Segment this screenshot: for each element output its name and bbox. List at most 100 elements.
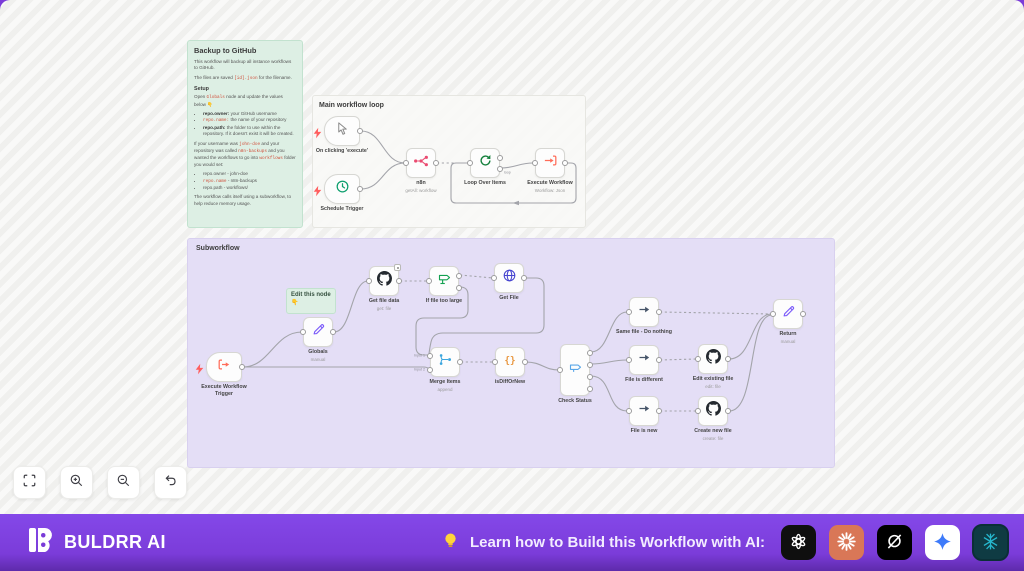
zoom-out-button[interactable] — [107, 466, 140, 499]
input-port-2[interactable] — [427, 367, 433, 373]
node-same-file-do-nothing[interactable]: Same file - Do nothing — [616, 297, 672, 335]
input-port[interactable] — [695, 356, 701, 362]
node-execute-workflow-trigger[interactable]: Execute Workflow Trigger — [195, 352, 247, 397]
setup-heading: Setup — [194, 85, 209, 92]
list-item: repo.owner: your GitHub username — [203, 111, 296, 118]
input-port[interactable] — [557, 367, 563, 373]
merge-icon — [438, 352, 453, 372]
zoom-in-button[interactable] — [60, 466, 93, 499]
output-port[interactable] — [656, 357, 662, 363]
node-label: Merge Items — [429, 379, 461, 385]
node-loop-over-items[interactable]: Loop Over Items — [464, 148, 506, 186]
node-if-file-too-large[interactable]: If file too large — [426, 266, 462, 304]
output-port[interactable] — [800, 311, 806, 317]
output-port[interactable] — [357, 186, 363, 192]
fit-view-button[interactable] — [13, 466, 46, 499]
trigger-bolt-icon — [195, 362, 204, 375]
pencil-icon — [781, 304, 796, 324]
output-port[interactable] — [357, 128, 363, 134]
output-port[interactable] — [433, 160, 439, 166]
pencil-icon — [311, 322, 326, 342]
node-isdifFornew[interactable]: {} isDiffOrNew — [492, 347, 528, 385]
gemini-button[interactable] — [925, 525, 960, 560]
node-label: Get file data — [368, 298, 400, 304]
output-port-true[interactable] — [456, 273, 462, 279]
output-port[interactable] — [562, 160, 568, 166]
output-port[interactable] — [396, 278, 402, 284]
input-port[interactable] — [626, 408, 632, 414]
node-manual-trigger[interactable]: On clicking 'execute' — [313, 116, 368, 154]
input-port[interactable] — [770, 311, 776, 317]
input-port[interactable] — [467, 160, 473, 166]
undo-button[interactable] — [154, 466, 187, 499]
node-create-new-file[interactable]: Create new file create: file — [694, 396, 732, 441]
claude-button[interactable] — [829, 525, 864, 560]
node-label: Get File — [499, 295, 519, 301]
node-label: Same file - Do nothing — [616, 329, 672, 335]
input-port[interactable] — [300, 329, 306, 335]
node-return[interactable]: Return manual — [770, 299, 806, 344]
output-port-false[interactable] — [456, 285, 462, 291]
input-port[interactable] — [366, 278, 372, 284]
input-port[interactable] — [492, 359, 498, 365]
sticky-title: Subworkflow — [196, 245, 240, 252]
bracket-arrow-icon — [217, 357, 232, 377]
node-schedule-trigger[interactable]: Schedule Trigger — [313, 174, 363, 212]
output-port-done[interactable] — [497, 155, 503, 161]
input-port[interactable] — [532, 160, 538, 166]
workflow-canvas[interactable]: Backup to GitHub This workflow will back… — [0, 0, 1024, 514]
output-port[interactable] — [725, 408, 731, 414]
node-globals[interactable]: Globals manual — [300, 317, 336, 362]
grok-icon — [884, 531, 905, 555]
output-port[interactable] — [330, 329, 336, 335]
node-edit-existing-file[interactable]: Edit existing file edit: file — [693, 344, 733, 389]
node-label: If file too large — [425, 298, 463, 304]
arrow-right-icon — [637, 401, 652, 421]
arrow-right-icon — [637, 350, 652, 370]
output-port-2[interactable] — [587, 362, 593, 368]
openai-icon — [788, 531, 809, 555]
node-get-file[interactable]: Get File — [491, 263, 527, 301]
node-get-file-data[interactable]: Get file data get: file — [366, 264, 402, 311]
output-port[interactable] — [522, 359, 528, 365]
input-port[interactable] — [426, 278, 432, 284]
output-port-3[interactable] — [587, 374, 593, 380]
sticky-note-backup[interactable]: Backup to GitHub This workflow will back… — [187, 40, 303, 228]
output-port-1[interactable] — [587, 350, 593, 356]
input-port[interactable] — [626, 309, 632, 315]
arrow-into-bracket-icon — [543, 153, 558, 173]
perplexity-button[interactable] — [972, 524, 1009, 561]
input-port[interactable] — [403, 160, 409, 166]
chatgpt-button[interactable] — [781, 525, 816, 560]
output-port[interactable] — [521, 275, 527, 281]
footer-bar: BULDRR AI Learn how to Build this Workfl… — [0, 514, 1024, 571]
node-check-status[interactable]: Check Status — [557, 344, 593, 404]
input-port[interactable] — [491, 275, 497, 281]
setup-list: repo.owner: your GitHub username repo.na… — [203, 111, 296, 138]
node-subtitle: create: file — [702, 435, 724, 441]
canvas-controls — [13, 466, 187, 499]
svg-text:{}: {} — [504, 355, 515, 366]
node-merge-items[interactable]: Merge Items append — [427, 347, 463, 392]
brand-name: BULDRR AI — [64, 532, 166, 552]
node-execute-workflow[interactable]: Execute Workflow Workflow: Json — [527, 148, 573, 193]
sticky-note-edit-hint[interactable]: Edit this node 👇 — [286, 288, 336, 314]
sticky-paragraph: Open Globals node and update the values … — [194, 94, 283, 107]
output-port[interactable] — [656, 309, 662, 315]
input-port[interactable] — [626, 357, 632, 363]
grok-button[interactable] — [877, 525, 912, 560]
node-file-is-different[interactable]: File is different — [625, 345, 663, 383]
output-port-loop[interactable] — [497, 166, 503, 172]
node-n8n[interactable]: n8n getAll: workflow — [403, 148, 439, 193]
list-item: repo.owner - john-doe — [203, 171, 296, 178]
output-port[interactable] — [725, 356, 731, 362]
input-port-1[interactable] — [427, 353, 433, 359]
input-port[interactable] — [695, 408, 701, 414]
output-port[interactable] — [239, 364, 245, 370]
output-port[interactable] — [457, 359, 463, 365]
output-port-4[interactable] — [587, 386, 593, 392]
perplexity-icon — [980, 531, 1001, 555]
output-port[interactable] — [656, 408, 662, 414]
node-file-is-new[interactable]: File is new — [626, 396, 662, 434]
